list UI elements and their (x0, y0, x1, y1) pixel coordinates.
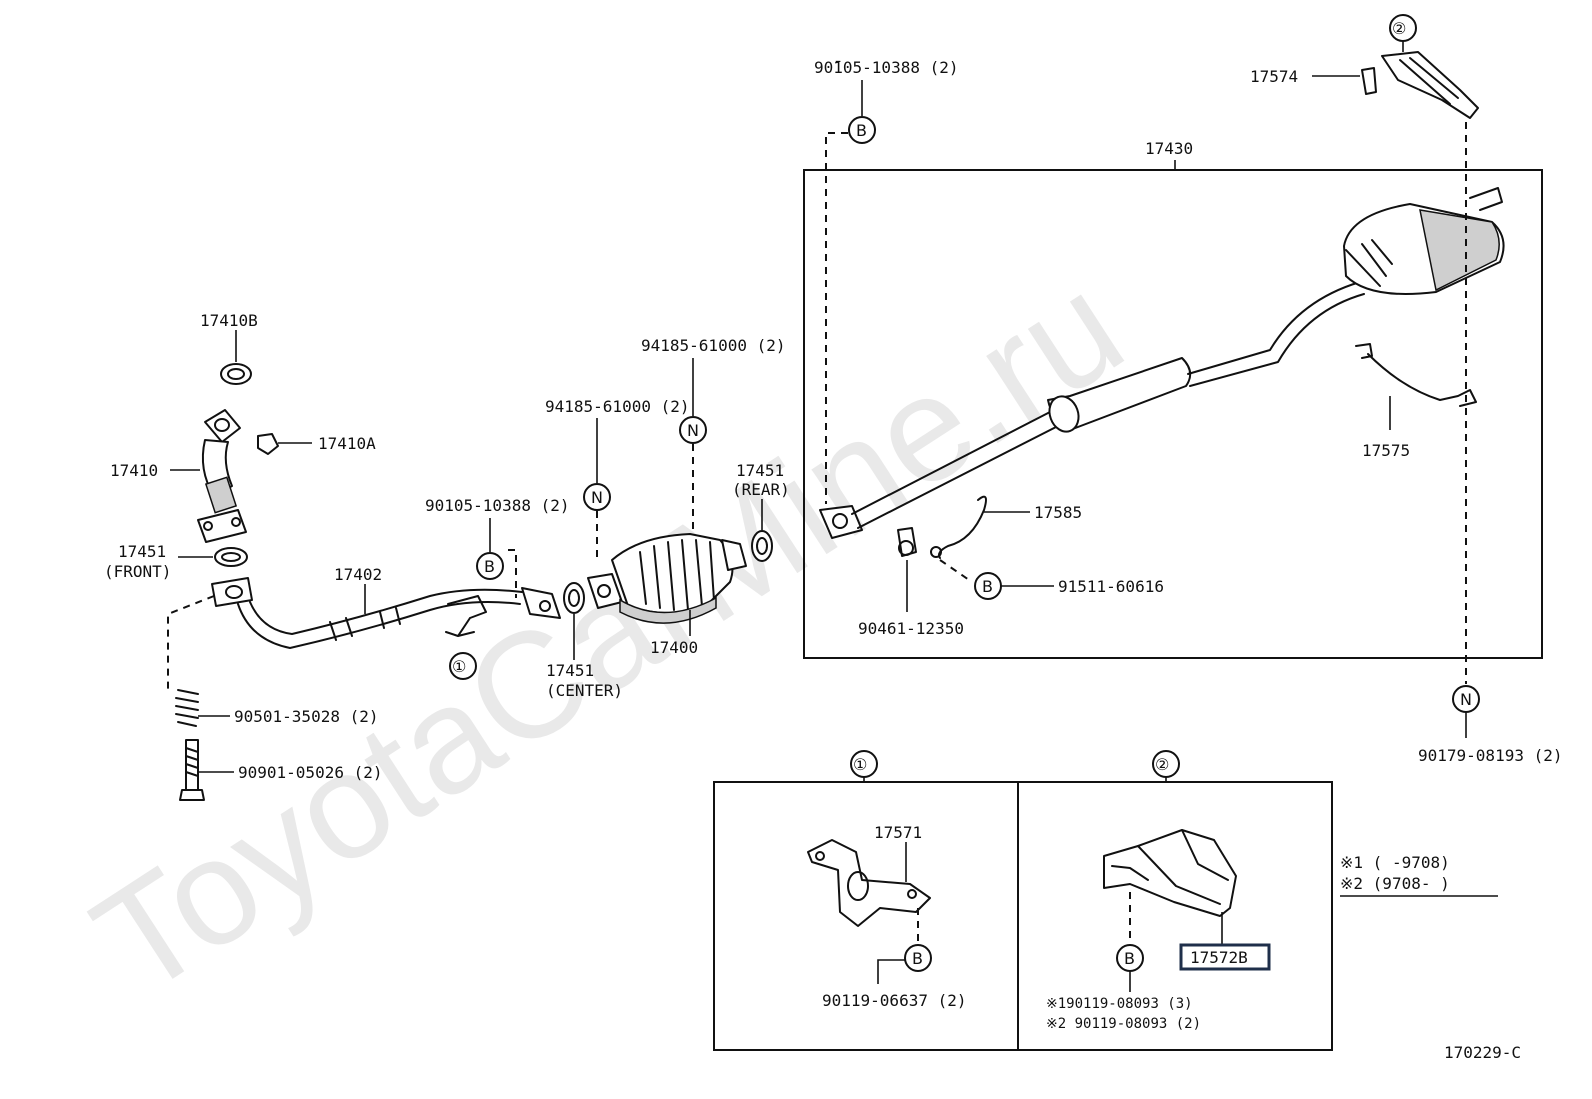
label-17451-center[interactable]: 17451 (546, 661, 594, 680)
marker-two-top[interactable]: ② (1389, 14, 1417, 42)
label-90119-b2[interactable]: ※2 90119-08093 (2) (1046, 1016, 1201, 1032)
svg-text:B: B (982, 577, 993, 596)
label-90501[interactable]: 90501-35028 (2) (234, 707, 379, 726)
marker-b-left[interactable]: B (476, 552, 504, 580)
label-17451-front-note[interactable]: (FRONT) (104, 562, 171, 581)
label-91511[interactable]: 91511-60616 (1058, 577, 1164, 596)
front-pipe-17410-shape (197, 409, 247, 543)
label-17451-rear-note[interactable]: (REAR) (732, 480, 790, 499)
label-90105-left[interactable]: 90105-10388 (2) (425, 496, 570, 515)
label-90119-a[interactable]: 90119-06637 (2) (822, 991, 967, 1010)
label-17575[interactable]: 17575 (1362, 441, 1410, 460)
svg-text:B: B (1124, 949, 1135, 968)
label-17451-rear[interactable]: 17451 (736, 461, 784, 480)
label-17451-front[interactable]: 17451 (118, 542, 166, 561)
highlight-17572b (1179, 943, 1271, 971)
bracket-17574-shape (1361, 51, 1479, 119)
label-17571[interactable]: 17571 (874, 823, 922, 842)
clamp-90461-shape (897, 527, 917, 557)
catalytic-converter-17400-shape (587, 533, 747, 624)
gasket-17451-rear-shape (751, 530, 773, 562)
marker-b-top[interactable]: B (848, 116, 876, 144)
diagram-code: 170229-C (1444, 1043, 1521, 1062)
label-94185-a[interactable]: 94185-61000 (2) (545, 397, 690, 416)
bolt-90901-shape (179, 739, 205, 801)
pipe-17402-shape (211, 577, 561, 649)
bracket-17571-shape (807, 839, 931, 927)
marker-n-rear[interactable]: N (1452, 685, 1480, 713)
svg-text:②: ② (1155, 755, 1169, 774)
label-17585[interactable]: 17585 (1034, 503, 1082, 522)
label-90105-top[interactable]: 90̄105-10388 (2) (814, 58, 959, 77)
label-90901[interactable]: 90901-05026 (2) (238, 763, 383, 782)
main-assembly-frame (803, 169, 1543, 659)
label-17410[interactable]: 17410 (110, 461, 158, 480)
gasket-17451-center-shape (563, 582, 585, 614)
label-17572b[interactable]: 17572B (1190, 948, 1248, 967)
marker-n-catalytic-right[interactable]: N (679, 416, 707, 444)
svg-text:B: B (484, 557, 495, 576)
marker-n-catalytic-left[interactable]: N (583, 483, 611, 511)
detail-panel-two-frame (1017, 781, 1333, 1051)
label-94185-b[interactable]: 94185-61000 (2) (641, 336, 786, 355)
label-17402[interactable]: 17402 (334, 565, 382, 584)
svg-text:B: B (856, 121, 867, 140)
label-17430[interactable]: 17430 (1145, 139, 1193, 158)
label-90461[interactable]: 90461-12350 (858, 619, 964, 638)
label-90179[interactable]: 90179-08193 (2) (1418, 746, 1563, 765)
gasket-17410b-shape (220, 363, 252, 385)
marker-b-sensor[interactable]: B (974, 572, 1002, 600)
detail-panel-one-title[interactable]: ① (850, 750, 878, 778)
marker-b-panel-two[interactable]: B (1116, 944, 1144, 972)
watermark: ToyotaCarMine.ru (66, 241, 1150, 1027)
tail-pipe-17430-shape (819, 187, 1505, 539)
svg-text:①: ① (452, 657, 466, 676)
sensor-17585-shape (930, 495, 987, 559)
marker-b-panel-one[interactable]: B (904, 944, 932, 972)
insulator-17572b-shape (1103, 829, 1237, 917)
spring-90501-shape (175, 689, 199, 727)
svg-text:N: N (1460, 690, 1472, 709)
label-17574[interactable]: 17574 (1250, 67, 1298, 86)
legend-line-1: ※1 ( -9708) (1340, 853, 1450, 872)
nut-17410a-shape (257, 433, 279, 455)
hanger-17575-shape (1355, 343, 1477, 407)
label-17410b[interactable]: 17410B (200, 311, 258, 330)
label-17410a[interactable]: 17410A (318, 434, 376, 453)
legend-line-2: ※2 (9708- ) (1340, 874, 1450, 893)
marker-one[interactable]: ① (449, 652, 477, 680)
label-17451-center-note[interactable]: (CENTER) (546, 681, 623, 700)
detail-panel-two-title[interactable]: ② (1152, 750, 1180, 778)
label-17400[interactable]: 17400 (650, 638, 698, 657)
label-90119-b1[interactable]: ※190119-08093 (3) (1046, 996, 1193, 1012)
svg-text:N: N (687, 421, 699, 440)
svg-text:①: ① (853, 755, 867, 774)
svg-text:B: B (912, 949, 923, 968)
svg-text:N: N (591, 488, 603, 507)
svg-text:②: ② (1392, 19, 1406, 38)
gasket-17451-front-shape (214, 547, 248, 567)
